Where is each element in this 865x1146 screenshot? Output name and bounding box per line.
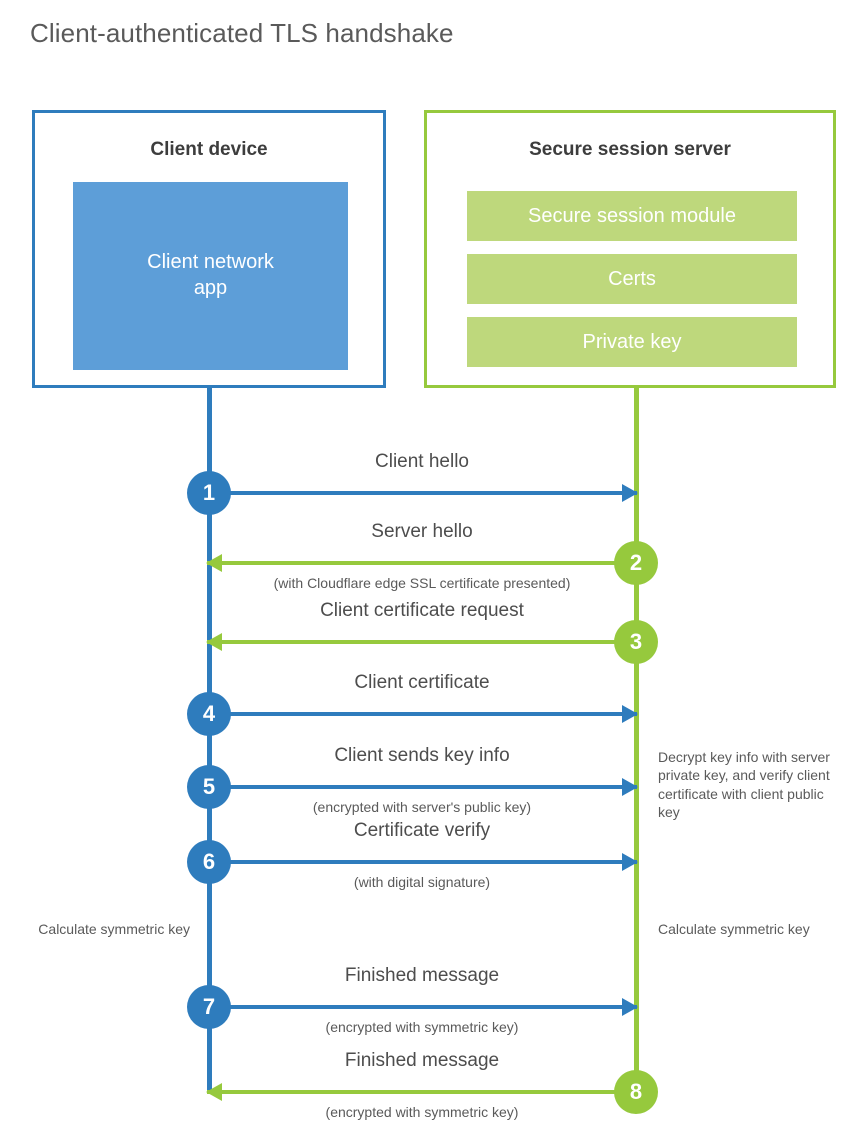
message-label-5: Client sends key info <box>334 745 510 766</box>
step-badge-2: 2 <box>614 541 658 585</box>
server-bar-certs: Certs <box>467 254 797 304</box>
message-label-6: Certificate verify <box>353 820 491 841</box>
message-arrow-line-8 <box>207 1090 637 1094</box>
server-lifeline <box>634 388 639 1092</box>
client-lifeline <box>207 388 212 1092</box>
arrow-head-icon-1 <box>622 484 638 502</box>
server-bar-private-key: Private key <box>467 317 797 367</box>
note-client-calculate-symmetric-key: Calculate symmetric key <box>38 921 190 937</box>
message-label-7: Finished message <box>344 965 500 986</box>
page-title: Client-authenticated TLS handshake <box>30 18 454 48</box>
step-badge-4: 4 <box>187 692 231 736</box>
message-sublabel-8: (encrypted with symmetric key) <box>325 1104 519 1120</box>
step-badge-3: 3 <box>614 620 658 664</box>
step-badge-1: 1 <box>187 471 231 515</box>
message-arrow-line-2 <box>207 561 637 565</box>
server-bar-secure-session-module: Secure session module <box>467 191 797 241</box>
message-arrow-line-5 <box>207 785 637 789</box>
step-badge-7: 7 <box>187 985 231 1029</box>
step-badge-6: 6 <box>187 840 231 884</box>
message-arrow-line-3 <box>207 640 637 644</box>
message-arrow-line-6 <box>207 860 637 864</box>
message-sublabel-2: (with Cloudflare edge SSL certificate pr… <box>273 575 571 591</box>
step-badge-5: 5 <box>187 765 231 809</box>
message-sublabel-6: (with digital signature) <box>353 874 491 890</box>
secure-session-server-box: Secure session server Secure session mod… <box>424 110 836 388</box>
arrow-head-icon-4 <box>622 705 638 723</box>
arrow-head-icon-7 <box>622 998 638 1016</box>
message-label-1: Client hello <box>375 451 469 472</box>
message-label-2: Server hello <box>371 521 473 542</box>
arrow-head-icon-2 <box>206 554 222 572</box>
arrow-head-icon-5 <box>622 778 638 796</box>
note-server-calculate-symmetric-key: Calculate symmetric key <box>658 921 810 937</box>
message-arrow-line-7 <box>207 1005 637 1009</box>
message-label-4: Client certificate <box>354 672 490 693</box>
message-label-8: Finished message <box>344 1050 500 1071</box>
arrow-head-icon-6 <box>622 853 638 871</box>
client-device-title: Client device <box>150 139 268 160</box>
step-badge-8: 8 <box>614 1070 658 1114</box>
arrow-head-icon-8 <box>206 1083 222 1101</box>
message-label-3: Client certificate request <box>320 600 524 621</box>
note-decrypt-key-info: Decrypt key info with server private key… <box>658 749 830 821</box>
secure-session-server-title: Secure session server <box>529 139 731 160</box>
message-sublabel-7: (encrypted with symmetric key) <box>325 1019 519 1035</box>
message-sublabel-5: (encrypted with server's public key) <box>312 799 532 815</box>
arrow-head-icon-3 <box>206 633 222 651</box>
message-arrow-line-4 <box>207 712 637 716</box>
message-arrow-line-1 <box>207 491 637 495</box>
